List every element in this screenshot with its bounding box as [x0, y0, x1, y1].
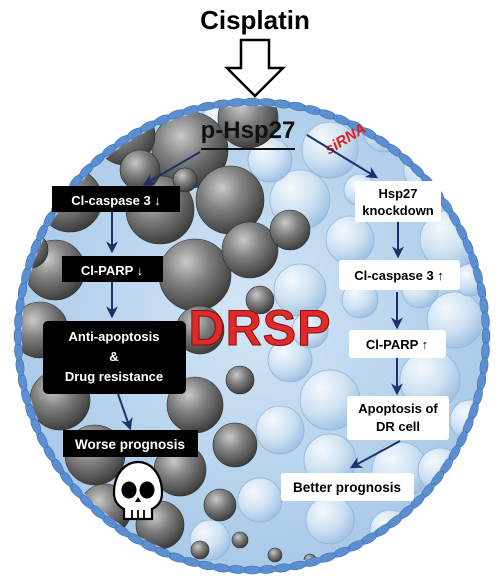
apoptosis-line-1: Apoptosis of: [358, 401, 438, 416]
right-parp-label: Cl-PARP ↑: [366, 337, 428, 352]
dark-vesicle: [245, 285, 275, 315]
dark-vesicle: [190, 540, 210, 560]
light-vesicle: [255, 405, 305, 455]
skull-outline: [112, 460, 164, 521]
knockdown-box: [355, 181, 441, 222]
cell-membrane: [13, 97, 491, 575]
left-caspase-label: Cl-caspase 3 ↓: [71, 193, 161, 208]
light-vesicle: [291, 311, 329, 349]
better-prognosis-label: Better prognosis: [293, 480, 401, 495]
skull-nose: [135, 497, 141, 502]
skull-left-eye: [121, 481, 137, 499]
right-parp-box: [349, 330, 446, 358]
arrow-apoptosis-to-better: [349, 440, 401, 469]
right-caspase-box: [339, 260, 460, 290]
left-pathway: Cl-caspase 3 ↓ Cl-PARP ↓ Anti-apoptosis …: [43, 186, 198, 457]
arrow-hsp27-to-left-caspase: [142, 151, 201, 186]
resistance-line-1: Anti-apoptosis: [69, 329, 160, 344]
light-vesicle: [267, 337, 313, 383]
pathway-arrows: [106, 134, 404, 469]
resistance-line-2: &: [109, 349, 118, 364]
skull-right-eye: [139, 481, 155, 499]
center-protein-label: p-Hsp27: [201, 117, 296, 144]
light-vesicle: [305, 495, 355, 545]
dark-vesicle: [119, 149, 161, 191]
dark-vesicle: [225, 365, 255, 395]
dark-vesicle: [221, 221, 279, 279]
apoptosis-line-2: DR cell: [376, 419, 420, 434]
right-caspase-label: Cl-caspase 3 ↑: [354, 268, 444, 283]
light-vesicle: [237, 477, 283, 523]
left-parp-box: [62, 256, 163, 282]
membrane-segment: [481, 311, 490, 330]
resistance-box: [43, 321, 186, 394]
knockdown-line-1: Hsp27: [378, 186, 417, 201]
worse-prognosis-label: Worse prognosis: [75, 437, 185, 452]
left-caspase-box: [52, 186, 180, 212]
right-pathway: Hsp27 knockdown Cl-caspase 3 ↑ Cl-PARP ↑…: [281, 181, 460, 501]
apoptosis-box: [347, 396, 449, 440]
cisplatin-label: Cisplatin: [200, 5, 310, 35]
dark-vesicle: [231, 531, 249, 549]
dark-vesicle: [203, 488, 237, 522]
hollow-arrow-down-icon: [223, 38, 287, 98]
knockdown-line-2: knockdown: [362, 203, 434, 218]
arrow-resistance-to-worse: [117, 393, 133, 431]
light-vesicle: [325, 215, 375, 265]
worse-prognosis-box: [63, 430, 198, 457]
dark-vesicle: [269, 209, 311, 251]
drsp-label: DRSP: [189, 300, 332, 356]
skull-icon: [112, 460, 164, 521]
dark-vesicle: [212, 422, 258, 468]
better-prognosis-box: [281, 473, 414, 501]
arrow-hsp27-to-knockdown: [306, 134, 379, 179]
resistance-line-3: Drug resistance: [65, 369, 163, 384]
left-parp-label: Cl-PARP ↓: [81, 263, 143, 278]
dark-vesicle: [267, 547, 283, 563]
